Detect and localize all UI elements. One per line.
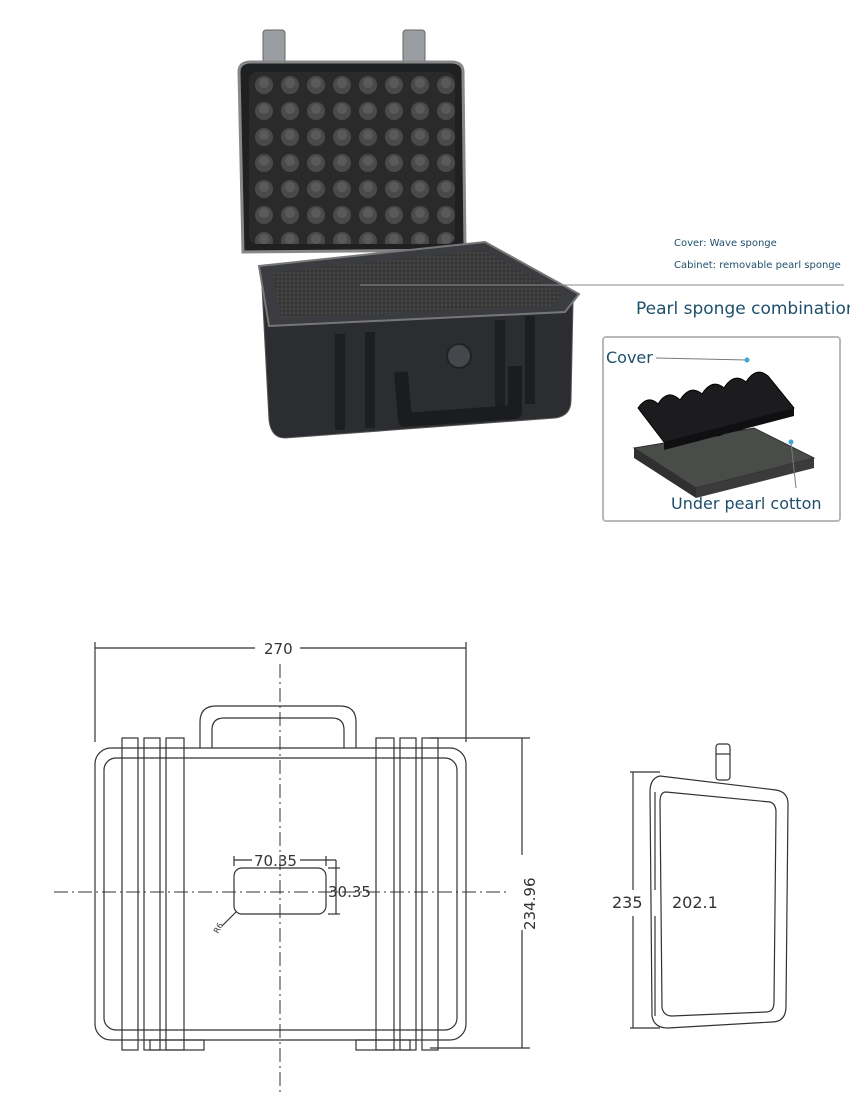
- dim-side-outer: 235: [612, 893, 643, 912]
- lid-wave-foam: [249, 72, 455, 244]
- callout-under-pearl-cotton: Under pearl cotton: [671, 494, 822, 513]
- dim-label-width: 70.35: [254, 852, 297, 870]
- leader-line: [360, 284, 844, 286]
- dim-width: 270: [264, 640, 293, 658]
- latch-right: [402, 29, 426, 65]
- foam-layers-illustration: [632, 357, 816, 498]
- pressure-valve: [446, 343, 472, 369]
- dim-side-inner: 202.1: [672, 893, 718, 912]
- note-cabinet: Cabinet: removable pearl sponge: [674, 260, 841, 271]
- dim-label-height: 30.35: [328, 883, 371, 901]
- side-view-drawing: 235 202.1: [612, 743, 789, 1029]
- front-view-drawing: 270 234.96 70.35 30.35 R6: [54, 640, 539, 1092]
- base-pearl-foam: [273, 250, 563, 318]
- callout-cover: Cover: [606, 348, 653, 367]
- handle: [394, 366, 522, 427]
- note-cover: Cover: Wave sponge: [674, 238, 777, 249]
- combination-heading: Pearl sponge combination: [636, 299, 850, 319]
- latch-left: [262, 29, 286, 65]
- foam-combination-box: Cover Under pearl cotton: [602, 336, 841, 522]
- dim-height: 234.96: [521, 878, 539, 931]
- case-photo: [237, 29, 581, 439]
- dim-corner-radius: R6: [212, 921, 225, 935]
